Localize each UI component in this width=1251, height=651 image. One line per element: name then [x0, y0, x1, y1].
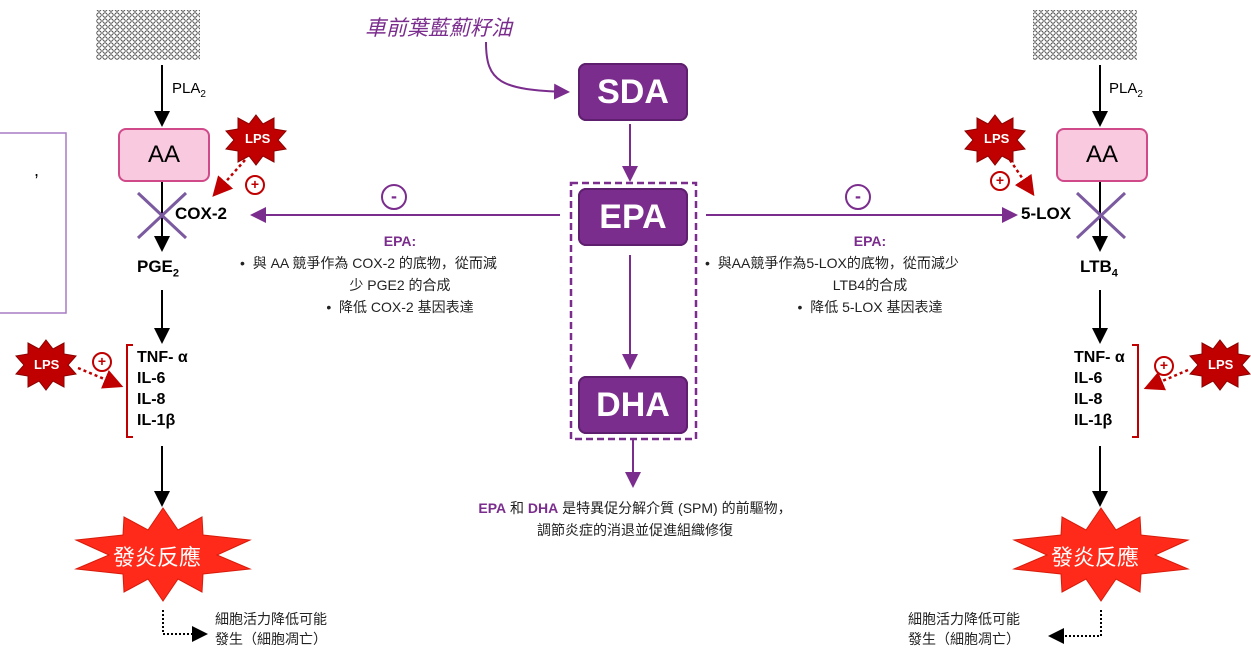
lps-star-right-mid: [1189, 339, 1251, 391]
lps-label-left-mid: LPS: [34, 357, 60, 372]
left-cox2-label: COX-2: [175, 204, 227, 223]
right-ltb4-label: LTB4: [1080, 257, 1118, 280]
stimulate-icon-right-mid: +: [1154, 356, 1174, 376]
right-cytokine-il8: IL-8: [1074, 391, 1103, 408]
lps-star-left-top: [225, 114, 287, 166]
right-cell-death-note: 細胞活力降低可能 發生（細胞凋亡）: [908, 611, 1020, 647]
oil-label: 車前葉藍薊籽油: [365, 16, 512, 40]
right-cytokine-bracket: [1132, 344, 1139, 438]
inhibit-icon-left: -: [381, 184, 407, 210]
epa-box: EPA: [578, 188, 688, 246]
left-side-box: [0, 132, 67, 314]
left-cytokine-il8: IL-8: [137, 391, 166, 408]
lps-label-right-top: LPS: [984, 131, 1010, 146]
lps-star-right-top: [964, 114, 1026, 166]
right-epa-notes: EPA: • 與AA競爭作為5-LOX的底物，從而減少 LTB4的合成 • 降低…: [705, 233, 959, 315]
stimulate-icon-left-top: +: [245, 175, 265, 195]
inhibit-icon-right: -: [845, 184, 871, 210]
oil-to-sda-arrow: [485, 41, 570, 100]
stimulate-icon-left-mid: +: [92, 352, 112, 372]
left-epa-notes: EPA: • 與 AA 競爭作為 COX-2 的底物，從而減 少 PGE2 的合…: [240, 233, 497, 315]
left-membrane: [96, 10, 200, 60]
left-cytokine-il6: IL-6: [137, 370, 166, 387]
left-cytokine-il1b: IL-1β: [137, 412, 176, 429]
right-membrane: [1033, 10, 1137, 60]
right-cytokine-il6: IL-6: [1074, 370, 1103, 387]
stimulate-icon-right-top: +: [990, 171, 1010, 191]
right-cytokine-il1b: IL-1β: [1074, 412, 1113, 429]
right-cytokine-tnf: TNF- α: [1074, 349, 1125, 366]
right-pla2-label: PLA2: [1109, 80, 1143, 100]
left-cytokine-bracket: [126, 344, 133, 438]
spm-statement: EPA 和 DHA 是特異促分解介質 (SPM) 的前驅物， 調節炎症的消退並促…: [478, 500, 792, 538]
inflammation-burst-left: [74, 507, 252, 602]
left-cell-death-note: 細胞活力降低可能 發生（細胞凋亡）: [215, 611, 327, 647]
left-inflammation-label: 發炎反應: [113, 546, 202, 571]
inflammation-burst-right: [1012, 507, 1190, 602]
right-cytokine-list: TNF- α IL-6 IL-8 IL-1β: [1074, 347, 1125, 431]
right-5lox-label: 5-LOX: [1021, 204, 1072, 223]
left-pla2-label: PLA2: [172, 80, 206, 100]
lps-label-right-mid: LPS: [1208, 357, 1234, 372]
left-edge-comma: ,: [34, 160, 40, 180]
left-aa-box: AA: [118, 128, 210, 182]
right-inflammation-label: 發炎反應: [1051, 546, 1140, 571]
left-pge2-label: PGE2: [137, 257, 180, 280]
lps-star-left-mid: [15, 339, 77, 391]
dha-box: DHA: [578, 376, 688, 434]
right-aa-box: AA: [1056, 128, 1148, 182]
sda-box: SDA: [578, 63, 688, 121]
left-cytokine-tnf: TNF- α: [137, 349, 188, 366]
left-cytokine-list: TNF- α IL-6 IL-8 IL-1β: [137, 347, 188, 431]
lps-label-left-top: LPS: [245, 131, 271, 146]
